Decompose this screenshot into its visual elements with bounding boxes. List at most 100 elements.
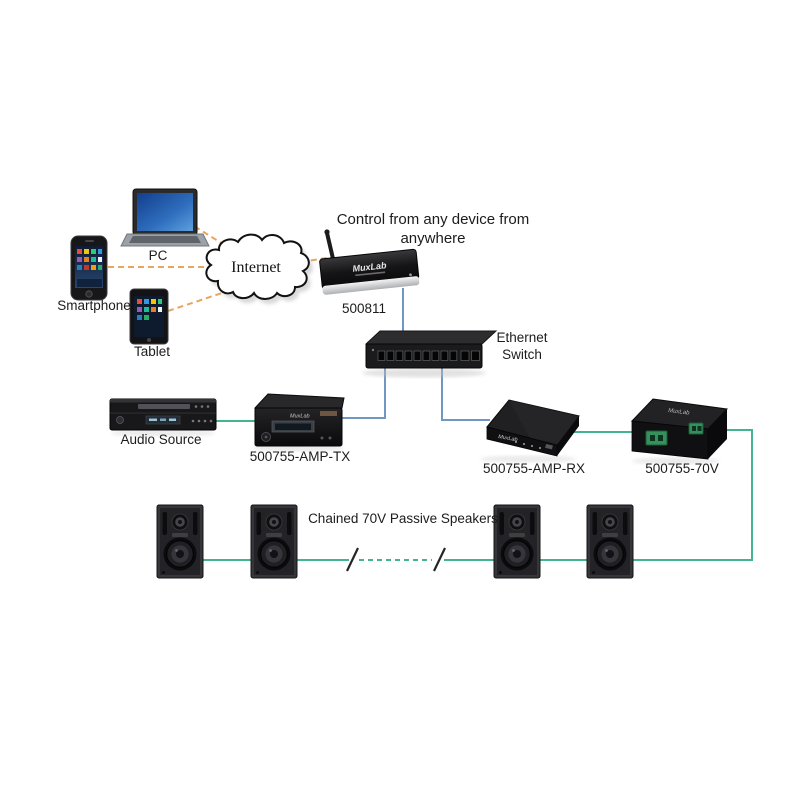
amp-rx-led <box>515 441 517 443</box>
amp-rx-side <box>557 416 579 456</box>
app-icon <box>137 315 142 320</box>
cloud-shape <box>205 233 310 300</box>
button-dot <box>206 405 210 408</box>
terminal-hole <box>650 435 655 441</box>
switch-shadow <box>362 368 486 378</box>
app-dock <box>77 279 102 287</box>
app-icon <box>144 299 149 304</box>
ethernet-port <box>422 350 431 361</box>
app-icon <box>158 299 162 304</box>
amp-tx-top <box>253 393 345 409</box>
app-icon <box>84 249 89 254</box>
app-icon <box>98 257 102 262</box>
uplink-port <box>460 350 470 361</box>
switch-amptx-link <box>342 366 386 419</box>
router-led <box>409 273 412 277</box>
ethernet-port <box>395 350 404 361</box>
audio-source-buttons <box>191 405 213 423</box>
tablet-label: Tablet <box>133 344 171 359</box>
pc-device <box>120 188 210 247</box>
app-icon <box>77 265 82 270</box>
ethernet-switch-label: Ethernet Switch <box>496 330 548 362</box>
converter-70v-brand-text: MuxLab <box>668 408 691 417</box>
app-icon <box>91 257 96 262</box>
converter-70v-device: MuxLab <box>630 398 729 465</box>
amp-rx-brand-text: MuxLab <box>498 434 518 443</box>
break-slash-left <box>346 547 359 572</box>
ethernet-port <box>386 350 395 361</box>
converter-70v-label: 500755-70V <box>645 461 719 476</box>
app-icon <box>91 265 96 270</box>
amp-tx-knob-dot <box>264 435 268 439</box>
audio-source-label: Audio Source <box>120 432 202 447</box>
tablet-device <box>129 288 169 345</box>
app-icon <box>158 307 162 312</box>
button-dot <box>191 419 195 423</box>
button-dot <box>203 419 207 423</box>
switch-ports <box>377 350 480 361</box>
smartphone-home-button <box>85 290 93 298</box>
app-icon <box>84 257 89 262</box>
ethernet-port <box>413 350 422 361</box>
button-dot <box>197 419 201 423</box>
app-icon <box>98 265 102 270</box>
internet-cloud <box>205 233 313 304</box>
terminal-hole <box>697 426 702 431</box>
amp-tx-display-screen <box>275 423 311 430</box>
switch-amprx-link <box>441 366 490 421</box>
app-icon <box>77 257 82 262</box>
pc-label: PC <box>148 248 168 263</box>
router-brand-text: MuxLab <box>352 260 387 274</box>
converter-70v-shadow <box>632 457 720 465</box>
button-dot <box>194 405 198 408</box>
app-icon <box>137 307 142 312</box>
terminal-block-input <box>645 430 668 446</box>
amp-rx-port <box>545 444 553 450</box>
audio-source-chassis <box>109 398 217 431</box>
app-icon <box>98 249 102 254</box>
amp-tx-brand-text: MuxLab <box>290 414 310 420</box>
amp-tx-sticker <box>320 411 337 416</box>
ethernet-port <box>449 350 458 361</box>
display-segment <box>149 418 157 421</box>
amp-rx-shadow <box>480 455 576 463</box>
smartphone-device <box>70 235 108 301</box>
amp-tx-label: 500755-AMP-TX <box>249 449 351 464</box>
display-segment <box>169 418 176 421</box>
smartphone-app-grid <box>77 249 102 287</box>
disc-tray <box>138 404 190 409</box>
router-base <box>322 276 420 295</box>
break-slash-right <box>433 547 446 572</box>
smartphone-label: Smartphone <box>57 298 131 313</box>
70v-speaker-link <box>633 429 753 561</box>
antenna-tip <box>324 229 330 235</box>
amp-tx-button <box>320 436 324 440</box>
audio-source-knob <box>116 416 124 424</box>
audio-source-device <box>109 398 217 437</box>
app-icon <box>151 299 156 304</box>
app-icon <box>144 315 149 320</box>
amp-rx-led <box>539 447 541 449</box>
amp-rx-label: 500755-AMP-RX <box>482 461 586 476</box>
ethernet-port <box>404 350 413 361</box>
speaker-chain-label: Chained 70V Passive Speakers <box>308 511 498 526</box>
converter-70v-side <box>708 409 727 459</box>
router-device: MuxLab <box>319 229 420 295</box>
terminal-hole <box>658 435 663 441</box>
ethernet-switch-device <box>362 330 498 378</box>
speaker-1 <box>156 504 204 579</box>
pc-keyboard <box>129 236 201 243</box>
button-dot <box>200 405 204 408</box>
speaker-2 <box>250 504 298 579</box>
audio-source-top-edge <box>110 399 216 403</box>
amp-tx-button <box>328 436 332 440</box>
speaker-4 <box>586 504 634 579</box>
router-label: 500811 <box>341 301 387 316</box>
app-icon <box>151 307 156 312</box>
amp-rx-device: MuxLab <box>480 399 580 463</box>
app-icon <box>137 299 142 304</box>
amp-rx-top-sheen <box>509 400 579 445</box>
ethernet-port <box>377 350 386 361</box>
tablet-home-button <box>147 338 151 342</box>
